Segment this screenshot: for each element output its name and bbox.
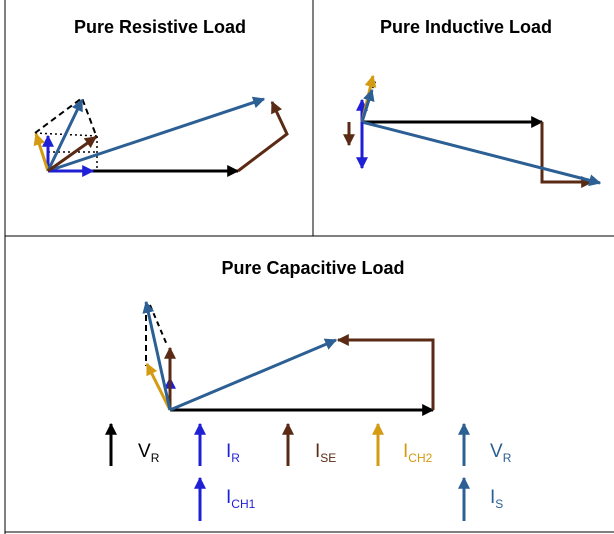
- legend-subscript: SE: [320, 451, 336, 465]
- legend-item-is: IS: [458, 476, 503, 521]
- capacitive-ise-phasor: [336, 334, 435, 410]
- legend-item-ich2: ICH2: [372, 422, 433, 466]
- inductive-vs-phasor: [361, 120, 602, 187]
- capacitive-is-phasor: [142, 300, 172, 411]
- legend-item-ise: ISE: [282, 422, 336, 466]
- inductive-title: Pure Inductive Load: [380, 17, 552, 37]
- legend-label: I: [490, 487, 495, 508]
- legend-label: I: [226, 487, 231, 508]
- svg-text:IR: IR: [226, 441, 240, 465]
- svg-text:ICH2: ICH2: [403, 441, 433, 465]
- legend-subscript: S: [495, 497, 503, 511]
- legend-label: I: [403, 441, 408, 462]
- svg-text:IS: IS: [490, 487, 503, 511]
- legend-label: I: [226, 441, 231, 462]
- resistive-is-phasor: [46, 98, 84, 172]
- capacitive-construction-lines: [145, 304, 168, 366]
- legend-label: I: [315, 441, 320, 462]
- capacitive-vs-phasor: [169, 338, 338, 412]
- resistive-ise-small-phasor: [47, 135, 97, 173]
- capacitive-panel: Pure Capacitive Load: [142, 258, 435, 416]
- legend-subscript: CH1: [231, 497, 255, 511]
- inductive-ise-phasor: [540, 122, 594, 188]
- legend-subscript: R: [231, 451, 240, 465]
- legend-subscript: CH2: [408, 451, 432, 465]
- legend-subscript: R: [503, 451, 512, 465]
- legend-item-ich1: ICH1: [194, 476, 256, 521]
- resistive-panel: Pure Resistive Load: [33, 17, 289, 177]
- resistive-ich2-phasor: [33, 132, 50, 172]
- resistive-title: Pure Resistive Load: [74, 17, 246, 37]
- svg-text:ICH1: ICH1: [226, 487, 256, 511]
- svg-text:ISE: ISE: [315, 441, 336, 465]
- legend-label: V: [138, 441, 151, 462]
- inductive-is-phasor: [360, 88, 375, 123]
- inductive-panel: Pure Inductive Load: [343, 17, 602, 188]
- capacitive-ich2-phasor: [145, 362, 172, 411]
- capacitive-title: Pure Capacitive Load: [221, 258, 404, 278]
- svg-text:VR: VR: [490, 441, 512, 465]
- legend: VR IR ISE ICH2 VR ICH1 IS: [105, 422, 512, 521]
- svg-text:VR: VR: [138, 441, 160, 465]
- legend-item-vr-blue: VR: [458, 422, 512, 466]
- legend-label: V: [490, 441, 503, 462]
- panel-frame: [4, 0, 614, 534]
- legend-item-ir: IR: [194, 422, 240, 466]
- legend-subscript: R: [151, 451, 160, 465]
- resistive-ise-phasor: [237, 100, 289, 173]
- resistive-vs-phasor: [47, 96, 266, 173]
- legend-item-vr-black: VR: [105, 422, 160, 466]
